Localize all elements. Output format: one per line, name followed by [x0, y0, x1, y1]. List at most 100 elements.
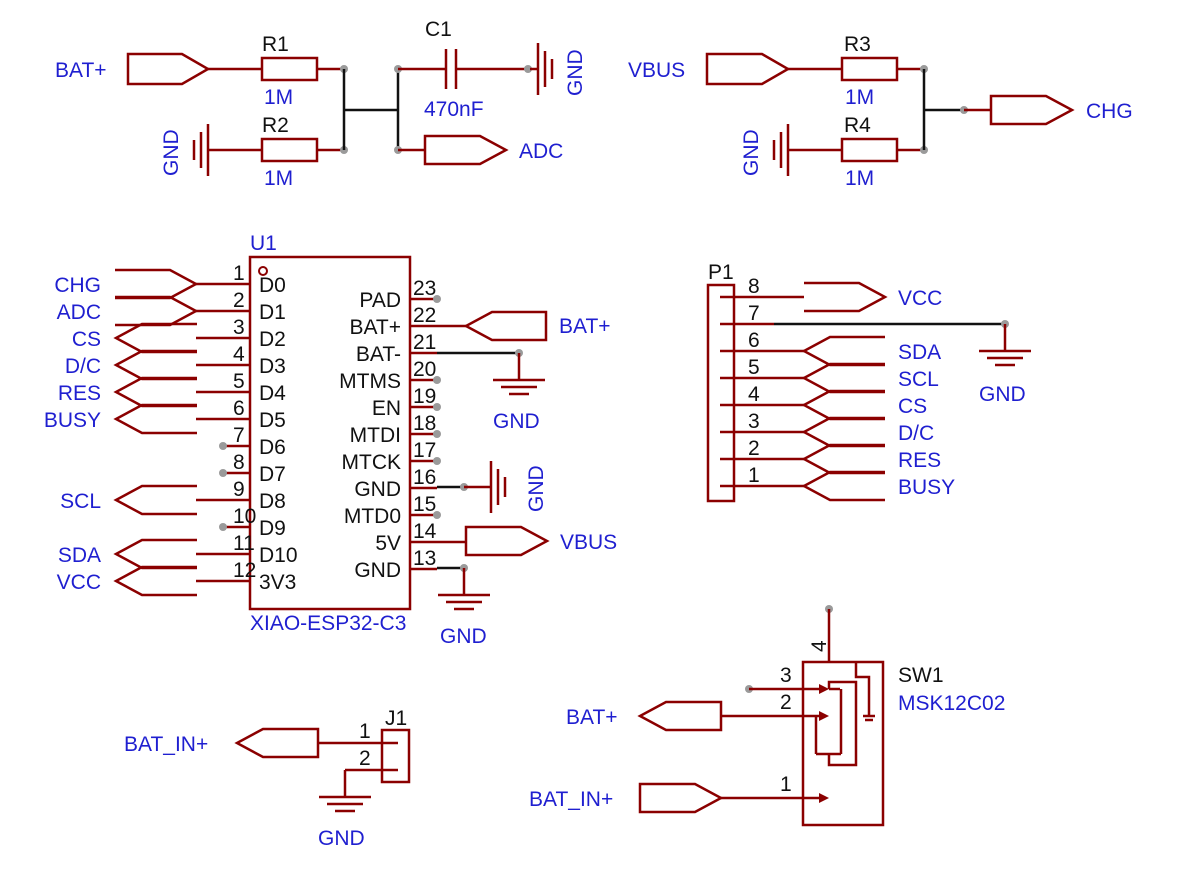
j1-connector: J1 1 2 BAT_IN+ GND	[124, 707, 411, 850]
bat-in-port-sw1	[638, 782, 724, 814]
j1-pin1: 1	[359, 720, 371, 743]
u1-pin-number: 11	[233, 532, 255, 555]
net-label: CHG	[54, 274, 101, 297]
bat-plus-label: BAT+	[55, 59, 107, 82]
net-label: SDA	[898, 341, 941, 364]
j1-pin2: 2	[359, 747, 371, 770]
u1-pin-name: BAT+	[349, 316, 401, 339]
resistor-r2	[260, 137, 319, 163]
p1-pin-number: 6	[748, 329, 760, 352]
sw1-ref: SW1	[898, 664, 944, 687]
u1-pin-number: 8	[233, 451, 245, 474]
u1-pin-name: D4	[259, 382, 286, 405]
u1-pin-number: 22	[413, 304, 436, 327]
vbus-label-u1: VBUS	[560, 531, 617, 554]
u1-part: XIAO-ESP32-C3	[250, 612, 406, 635]
r3-ref: R3	[844, 33, 871, 56]
gnd-symbol-c1	[530, 43, 554, 95]
net-port-cs	[113, 322, 197, 354]
net-label: RES	[898, 449, 941, 472]
u1-pin-number: 7	[233, 424, 245, 447]
u1-pin-name: D7	[259, 463, 286, 486]
u1-pin-name: D5	[259, 409, 286, 432]
chg-label-top: CHG	[1086, 100, 1133, 123]
u1-pin-name: D9	[259, 517, 286, 540]
net-port-cs	[801, 389, 885, 421]
adc-port	[423, 134, 509, 166]
net-port-vcc	[113, 565, 197, 597]
u1-pin-number: 2	[233, 289, 245, 312]
u1-pin-name: D2	[259, 328, 286, 351]
p1-pin-number: 1	[748, 464, 760, 487]
net-label: D/C	[898, 422, 934, 445]
sw1-body	[801, 660, 885, 827]
sw1-pin3: 3	[780, 664, 792, 687]
net-port-busy	[113, 403, 197, 435]
u1-pin-name: MTCK	[342, 451, 402, 474]
net-port-adc	[115, 295, 199, 327]
resistor-r1	[260, 56, 319, 82]
u1-pin-number: 12	[233, 559, 256, 582]
net-port-res	[113, 376, 197, 408]
sw1-internal-throw	[827, 680, 858, 767]
u1-pin-name: 5V	[375, 532, 401, 555]
gnd-symbol-divider	[192, 124, 232, 176]
bat-in-port-j1	[234, 727, 320, 759]
vbus-label-top: VBUS	[628, 59, 685, 82]
gnd-label-j1: GND	[318, 827, 365, 850]
u1-pin-name: D1	[259, 301, 286, 324]
p1-pin-number: 5	[748, 356, 760, 379]
adc-label: ADC	[519, 140, 563, 163]
net-port-vcc	[804, 281, 888, 313]
c1-ref: C1	[425, 18, 452, 41]
u1-pin-number: 17	[413, 439, 436, 462]
p1-pin-number: 2	[748, 437, 760, 460]
j1-body	[380, 728, 411, 784]
u1-pin-name: PAD	[359, 289, 401, 312]
bat-plus-port-u1	[463, 310, 548, 342]
net-label: D/C	[65, 355, 101, 378]
j1-ref: J1	[385, 707, 407, 730]
net-port-scl	[801, 362, 885, 394]
net-label: SCL	[898, 368, 939, 391]
u1-pin-number: 14	[413, 520, 437, 543]
bat-in-label-sw1: BAT_IN+	[529, 788, 613, 811]
u1-pin-name: D6	[259, 436, 286, 459]
u1-pin-name: EN	[372, 397, 401, 420]
net-label: ADC	[57, 301, 101, 324]
divider-section: BAT+ R1 1M R2 1M GND C1	[55, 18, 587, 190]
c1-value: 470nF	[424, 98, 484, 121]
net-port-dc	[801, 416, 885, 448]
bat-plus-port	[126, 52, 211, 86]
net-port-sda	[113, 538, 197, 570]
bat-plus-label-u1: BAT+	[559, 315, 611, 338]
net-label: VCC	[898, 287, 942, 310]
u1-pin-name: 3V3	[259, 571, 296, 594]
charge-section: VBUS R3 1M R4 1M GND CHG	[628, 33, 1133, 190]
u1-ref: U1	[250, 232, 277, 255]
u1-pin-number: 15	[413, 493, 436, 516]
net-port-busy	[801, 470, 885, 502]
u1-pin-name: MTD0	[344, 505, 401, 528]
net-label: BUSY	[898, 476, 955, 499]
u1-pin-number: 18	[413, 412, 436, 435]
p1-pin-number: 7	[748, 302, 760, 325]
u1-pin-number: 21	[413, 331, 436, 354]
u1-pin-number: 19	[413, 385, 436, 408]
vbus-port-top	[705, 52, 791, 86]
u1-pin-number: 3	[233, 316, 245, 339]
u1-pin-name: D3	[259, 355, 286, 378]
u1-pin-number: 23	[413, 277, 436, 300]
u1-pin-number: 16	[413, 466, 436, 489]
net-label: BUSY	[44, 409, 101, 432]
r4-value: 1M	[845, 167, 874, 190]
net-label: SDA	[58, 544, 101, 567]
gnd-label-pin21: GND	[493, 410, 540, 433]
gnd-label-divider: GND	[160, 129, 183, 176]
gnd-label-pin13: GND	[440, 625, 487, 648]
u1-module: U1 XIAO-ESP32-C3 1D0CHG2D1ADC3D2CS4D3D/C…	[44, 232, 617, 648]
u1-pin-name: GND	[354, 559, 401, 582]
u1-pin-name: GND	[354, 478, 401, 501]
